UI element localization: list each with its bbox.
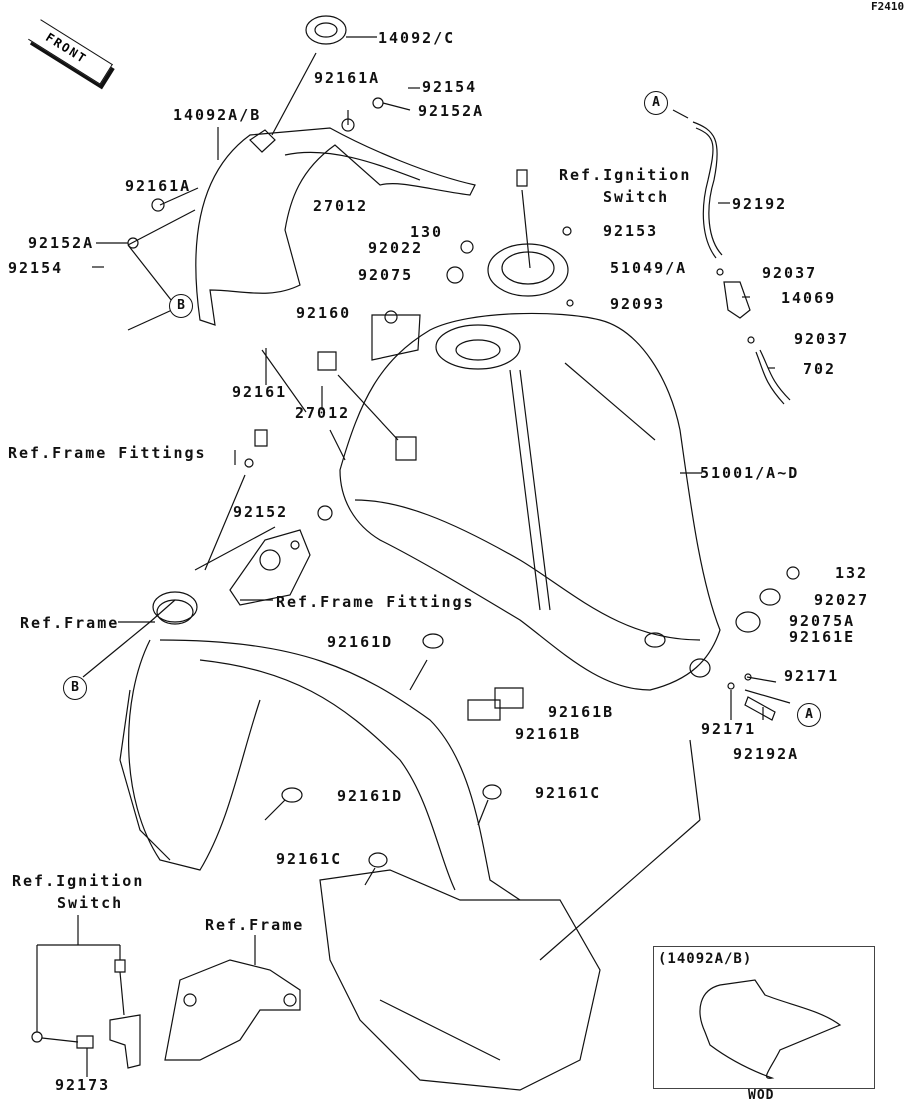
- part-label[interactable]: 92161B: [548, 703, 615, 721]
- fuel-tank-part: [340, 313, 720, 690]
- part-label[interactable]: 92161: [232, 383, 288, 401]
- ref-label[interactable]: Switch: [57, 894, 124, 912]
- ref-label[interactable]: Ref.Ignition: [559, 166, 692, 184]
- part-label[interactable]: 92152A: [418, 102, 485, 120]
- part-label[interactable]: 92161C: [276, 850, 343, 868]
- part-label[interactable]: 92037: [794, 330, 850, 348]
- part-label[interactable]: 92027: [814, 591, 870, 609]
- part-label[interactable]: 92075A: [789, 612, 856, 630]
- part-label[interactable]: 92161D: [327, 633, 394, 651]
- inset-caption: WOD: [748, 1088, 775, 1103]
- part-label[interactable]: 92192A: [733, 745, 800, 763]
- part-label[interactable]: 51001/A~D: [700, 464, 800, 482]
- part-label[interactable]: 92037: [762, 264, 818, 282]
- ref-label[interactable]: Ref.Frame Fittings: [8, 444, 207, 462]
- part-label[interactable]: 27012: [313, 197, 369, 215]
- part-label[interactable]: 92153: [603, 222, 659, 240]
- part-label[interactable]: 92152: [233, 503, 289, 521]
- filler-ring-part: [488, 170, 573, 306]
- part-label[interactable]: 92152A: [28, 234, 95, 252]
- part-label[interactable]: 14069: [781, 289, 837, 307]
- breather-hose-assembly: [673, 110, 790, 404]
- inset-seat-drawing: [700, 980, 840, 1078]
- part-label[interactable]: 92161D: [337, 787, 404, 805]
- part-label[interactable]: 14092A/B: [173, 106, 262, 124]
- part-label[interactable]: 92075: [358, 266, 414, 284]
- ref-label[interactable]: Ref.Frame: [20, 614, 120, 632]
- part-label[interactable]: 92022: [368, 239, 424, 257]
- figure-code: F2410: [871, 0, 905, 13]
- right-hardware: [540, 567, 799, 960]
- frame-part: [83, 592, 600, 1090]
- bracket-part: [195, 430, 332, 605]
- part-label[interactable]: 92161C: [535, 784, 602, 802]
- part-label[interactable]: 92161A: [125, 177, 192, 195]
- part-label[interactable]: 14092/C: [378, 29, 456, 47]
- part-label[interactable]: 702: [803, 360, 837, 378]
- fuel-cap-part: [272, 16, 377, 135]
- ref-marker-b-top: B: [169, 294, 193, 318]
- part-label[interactable]: 92171: [701, 720, 757, 738]
- part-label[interactable]: 92192: [732, 195, 788, 213]
- part-label[interactable]: 92171: [784, 667, 840, 685]
- ref-label[interactable]: Switch: [603, 188, 670, 206]
- part-label[interactable]: 92093: [610, 295, 666, 313]
- ref-marker-a-bottom: A: [797, 703, 821, 727]
- part-label[interactable]: 132: [835, 564, 869, 582]
- part-label[interactable]: 92173: [55, 1076, 111, 1094]
- part-label[interactable]: 92161B: [515, 725, 582, 743]
- ignition-bracket-part: [32, 915, 300, 1077]
- part-label[interactable]: 130: [410, 223, 444, 241]
- part-label[interactable]: 27012: [295, 404, 351, 422]
- inset-panel: (14092A/B): [653, 946, 875, 1089]
- part-label[interactable]: 92154: [422, 78, 478, 96]
- ref-label[interactable]: Ref.Ignition: [12, 872, 145, 890]
- part-label[interactable]: 51049/A: [610, 259, 688, 277]
- ref-marker-b-left: B: [63, 676, 87, 700]
- small-hardware: [92, 88, 473, 460]
- ref-label[interactable]: Ref.Frame: [205, 916, 305, 934]
- part-label[interactable]: 92161A: [314, 69, 381, 87]
- ref-marker-a-top: A: [644, 91, 668, 115]
- part-label[interactable]: 92160: [296, 304, 352, 322]
- inset-title: (14092A/B): [658, 951, 753, 967]
- part-label[interactable]: 92161E: [789, 628, 856, 646]
- part-label[interactable]: 92154: [8, 259, 64, 277]
- ref-label[interactable]: Ref.Frame Fittings: [276, 593, 475, 611]
- seat-cover-part: [128, 110, 475, 330]
